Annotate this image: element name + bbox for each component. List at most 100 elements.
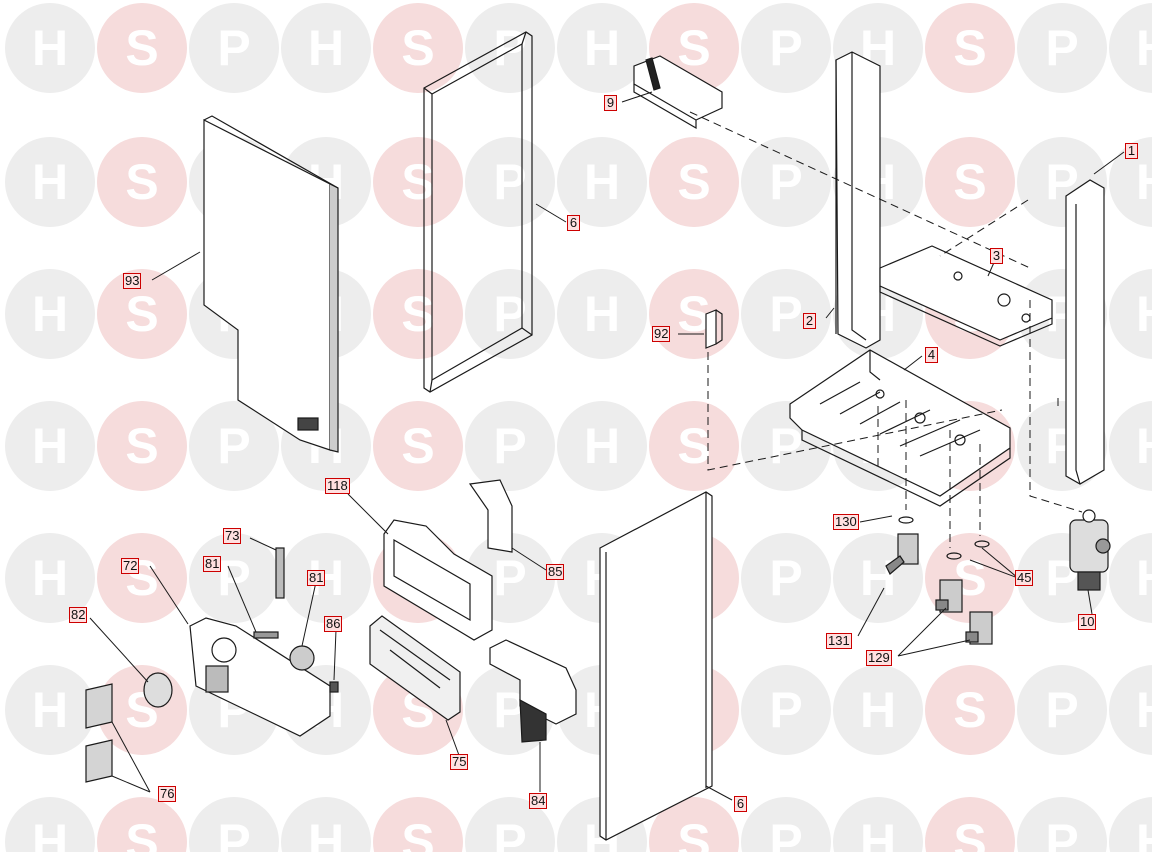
watermark-circle xyxy=(1109,269,1152,359)
watermark-circle xyxy=(5,797,95,852)
callout-130: 130 xyxy=(833,514,859,530)
watermark-circle xyxy=(5,137,95,227)
clip-86 xyxy=(329,681,339,693)
watermark-letter: H xyxy=(584,20,620,76)
watermark-circle xyxy=(741,137,831,227)
watermark-letter: H xyxy=(32,682,68,738)
callout-4: 4 xyxy=(925,347,938,363)
watermark-letter: H xyxy=(584,154,620,210)
watermark-letter: H xyxy=(1136,814,1152,852)
watermark-circle xyxy=(373,137,463,227)
watermark-circle xyxy=(373,269,463,359)
watermark-letter: P xyxy=(493,286,526,342)
watermark-letter: S xyxy=(125,286,158,342)
cover-84 xyxy=(489,639,577,743)
watermark-letter: P xyxy=(217,814,250,852)
watermark-circle xyxy=(925,137,1015,227)
watermark-circle xyxy=(925,797,1015,852)
watermark-letter: P xyxy=(769,682,802,738)
watermark-letter: P xyxy=(493,20,526,76)
watermark-circle xyxy=(97,797,187,852)
callout-73: 73 xyxy=(223,528,242,544)
watermark-circle xyxy=(465,797,555,852)
callout-10: 10 xyxy=(1078,614,1097,630)
strip-73 xyxy=(275,547,285,599)
watermark-letter: P xyxy=(493,154,526,210)
watermark-circle xyxy=(373,401,463,491)
watermark-circle xyxy=(833,665,923,755)
watermark-letter: S xyxy=(401,814,434,852)
watermark-letter: P xyxy=(1045,682,1078,738)
watermark-circle xyxy=(649,797,739,852)
watermark-letter: S xyxy=(125,154,158,210)
watermark-circle xyxy=(1109,137,1152,227)
callout-84: 84 xyxy=(529,793,548,809)
watermark-letter: P xyxy=(769,286,802,342)
watermark-circle xyxy=(189,401,279,491)
watermark-letter: P xyxy=(493,814,526,852)
callout-6-upper: 6 xyxy=(567,215,580,231)
watermark-letter: S xyxy=(953,154,986,210)
watermark-letter: S xyxy=(953,682,986,738)
watermark-letter: S xyxy=(677,418,710,474)
watermark-circle xyxy=(741,665,831,755)
watermark-circle xyxy=(281,797,371,852)
watermark-circle xyxy=(1109,665,1152,755)
watermark-letter: H xyxy=(1136,286,1152,342)
cover-85 xyxy=(468,479,513,553)
valve-10 xyxy=(1069,509,1111,591)
watermark-circle xyxy=(1017,797,1107,852)
callout-82: 82 xyxy=(69,607,88,623)
watermark-letter: P xyxy=(769,418,802,474)
lens-82 xyxy=(143,672,173,708)
knob-81 xyxy=(253,631,315,671)
watermark-letter: P xyxy=(1045,814,1078,852)
callout-3: 3 xyxy=(990,248,1003,264)
watermark-circle xyxy=(557,269,647,359)
watermark-letter: P xyxy=(217,550,250,606)
watermark-letter: S xyxy=(401,154,434,210)
watermark-circle xyxy=(5,269,95,359)
callout-72: 72 xyxy=(121,558,140,574)
watermark-letter: P xyxy=(493,550,526,606)
watermark-letter: S xyxy=(953,20,986,76)
watermark-circle xyxy=(1109,3,1152,93)
watermark-circle xyxy=(97,533,187,623)
frame-seal-6-upper xyxy=(423,31,533,393)
watermark-letter: P xyxy=(217,20,250,76)
watermark-letter: P xyxy=(217,418,250,474)
watermark-letter: H xyxy=(1136,682,1152,738)
callout-75: 75 xyxy=(450,754,469,770)
watermark-letter: S xyxy=(125,814,158,852)
control-fascia-72 xyxy=(189,617,331,737)
watermark-circle xyxy=(97,401,187,491)
watermark-circle xyxy=(1017,665,1107,755)
watermark-circle xyxy=(1017,3,1107,93)
chassis-4 xyxy=(789,349,1011,507)
flaps-76 xyxy=(85,683,113,783)
watermark-letter: H xyxy=(32,814,68,852)
watermark-circle xyxy=(557,3,647,93)
watermark-letter: H xyxy=(32,418,68,474)
pcb-75 xyxy=(369,615,461,721)
watermark-letter: H xyxy=(1136,20,1152,76)
watermark-circle xyxy=(281,533,371,623)
callout-86: 86 xyxy=(324,616,343,632)
watermark-letter: P xyxy=(1045,20,1078,76)
watermark-letter: S xyxy=(953,814,986,852)
clip-92 xyxy=(705,309,723,349)
watermark-letter: S xyxy=(401,286,434,342)
watermark-circle xyxy=(281,3,371,93)
callout-2: 2 xyxy=(803,313,816,329)
callout-92: 92 xyxy=(652,326,671,342)
top-plate-3 xyxy=(879,245,1053,347)
watermark-letter: P xyxy=(769,550,802,606)
callout-93: 93 xyxy=(123,273,142,289)
callout-81-left: 81 xyxy=(203,556,222,572)
watermark-circle xyxy=(741,269,831,359)
watermark-circle xyxy=(1109,533,1152,623)
watermark-letter: S xyxy=(401,20,434,76)
watermark-letter: P xyxy=(493,418,526,474)
watermark-circle xyxy=(465,401,555,491)
